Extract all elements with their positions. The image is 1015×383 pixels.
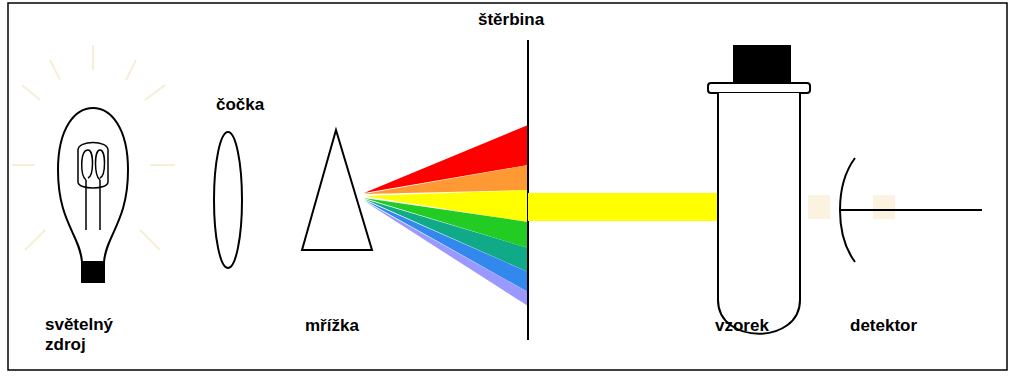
prism-grating	[302, 130, 372, 250]
transmitted-beam	[873, 195, 895, 219]
part-label: štěrbina	[478, 10, 588, 30]
spectrum-fan	[364, 125, 528, 306]
part-label: světelný zdroj	[45, 315, 131, 355]
part-label: mřížka	[305, 316, 415, 336]
light-bulb	[58, 108, 128, 282]
part-label: vzorek	[715, 316, 825, 336]
transmitted-beam	[808, 195, 830, 219]
part-label: detektor	[850, 316, 970, 336]
frame	[8, 3, 1007, 370]
yellow-beam	[528, 193, 718, 221]
part-label: čočka	[216, 95, 306, 115]
test-tube	[708, 45, 810, 334]
detector-lead	[840, 209, 982, 211]
slit	[527, 40, 529, 340]
lens	[214, 132, 242, 268]
